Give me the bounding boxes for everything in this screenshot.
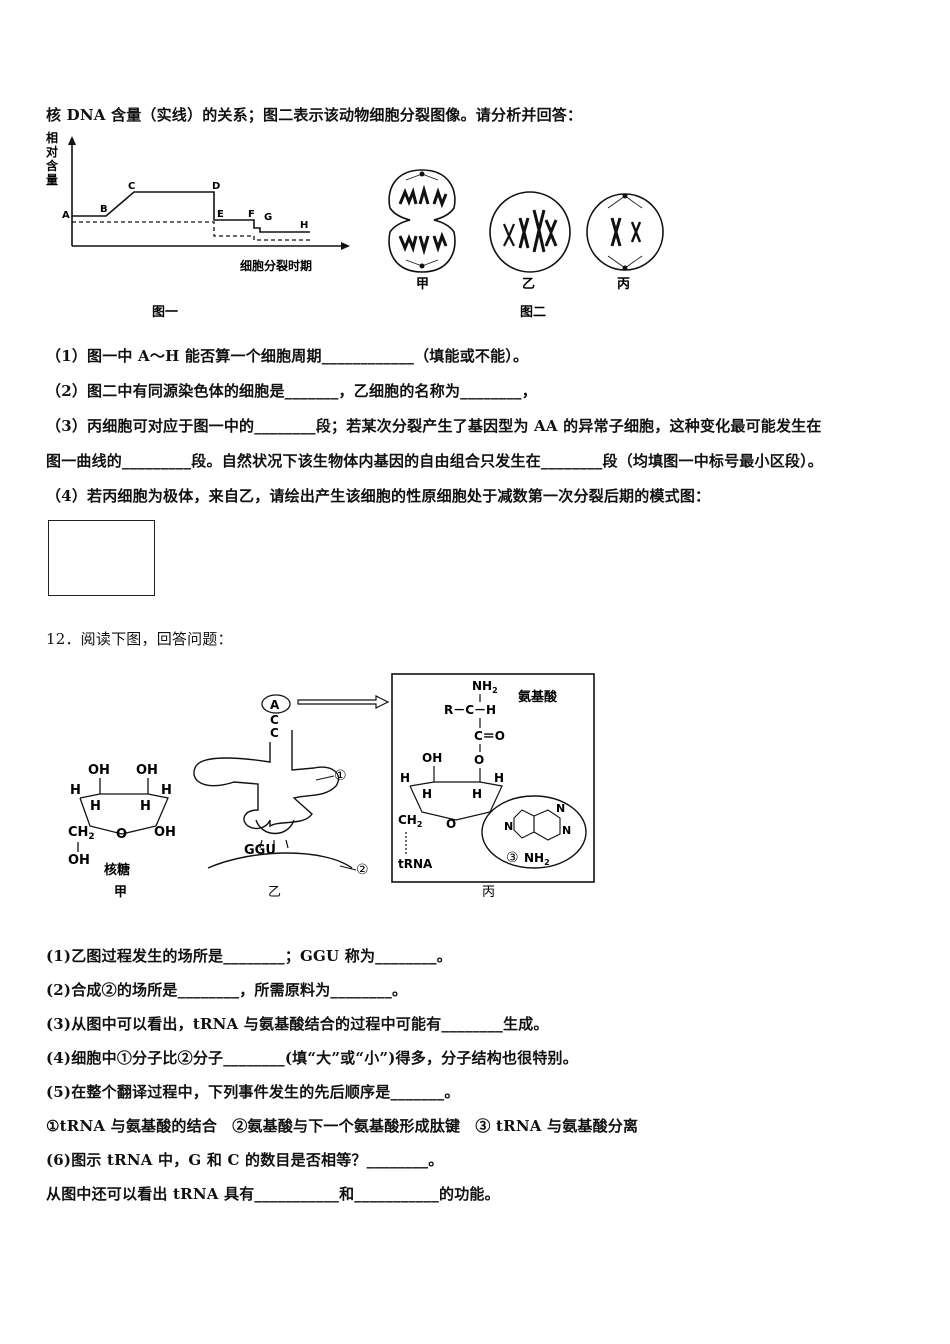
cell-bing	[586, 193, 664, 271]
mrna-strand	[207, 852, 353, 869]
fig1-point-b: B	[100, 204, 108, 215]
q12-sub7: 从图中还可以看出 tRNA 具有___________和___________的…	[46, 1185, 500, 1203]
fig1-point-g: G	[264, 212, 272, 223]
q12-sub5-options: ①tRNA 与氨基酸的结合 ②氨基酸与下一个氨基酸形成肽键 ③ tRNA 与氨基…	[46, 1117, 639, 1135]
fig1-xlabel: 细胞分裂时期	[240, 258, 312, 273]
detail-o-link: O	[474, 753, 484, 767]
detail-n-3: N	[562, 824, 571, 837]
q12-sub5: (5)在整个翻译过程中，下列事件发生的先后顺序是_______。	[46, 1083, 460, 1101]
cell-yi	[489, 191, 571, 273]
q12-number: 12．阅读下图，回答问题：	[46, 630, 233, 648]
detail-co: C＝O	[474, 729, 505, 743]
ribose-ring-o: O	[116, 827, 127, 842]
figure-q12: OH OH H H H H CH2 O OH OH 核糖 甲 A C C GGU…	[68, 673, 595, 900]
detail-n-2: N	[556, 802, 565, 815]
detail-oh: OH	[422, 751, 442, 765]
detail-label: 丙	[482, 885, 495, 900]
detail-h-1: H	[400, 771, 410, 785]
q12-sub1: (1)乙图过程发生的场所是________；GGU 称为________。	[46, 947, 452, 965]
figure-2-cells: 甲 乙 丙 图二	[388, 169, 664, 320]
ribose-label: 甲	[114, 885, 127, 900]
detail-ring-o: O	[446, 817, 456, 831]
ribose-structure: OH OH H H H H CH2 O OH OH 核糖 甲	[68, 763, 176, 900]
fig1-caption: 图一	[152, 305, 178, 320]
fig1-point-e: E	[217, 209, 224, 220]
cell-yi-label: 乙	[522, 277, 535, 292]
ribose-h-1: H	[70, 783, 81, 798]
cell-jia-label: 甲	[416, 277, 429, 292]
drawing-answer-box[interactable]	[48, 520, 155, 596]
q11-sub3a: （3）丙细胞可对应于图一中的________段；若某次分裂产生了基因型为 AA …	[46, 417, 822, 435]
detail-amino-acid: 氨基酸	[517, 689, 558, 705]
cell-jia	[388, 169, 456, 273]
ribose-h-3: H	[90, 799, 101, 814]
detail-n-1: N	[504, 820, 513, 833]
marker-3: ③	[506, 850, 519, 866]
q12-sub2: (2)合成②的场所是________，所需原料为________。	[46, 981, 408, 999]
q12-sub6: (6)图示 tRNA 中，G 和 C 的数目是否相等？________。	[46, 1151, 444, 1169]
fig2-caption: 图二	[520, 305, 546, 320]
detail-nh2-base: NH2	[524, 851, 550, 867]
q11-sub3b: 图一曲线的_________段。自然状况下该生物体内基因的自由组合只发生在___…	[46, 452, 824, 470]
q12-sub4: (4)细胞中①分子比②分子________(填“大”或“小”)得多，分子结构也很…	[46, 1049, 578, 1067]
fig1-y-arrow	[68, 136, 76, 145]
ribose-oh-2: OH	[136, 763, 158, 778]
ribose-oh-1: OH	[88, 763, 110, 778]
figure-1-graph: 相 对 含 量 A B C D E F G H 细胞分裂时期 图一	[46, 130, 350, 320]
fig1-point-h: H	[300, 220, 308, 231]
aminoacyl-detail-box: NH2 R－C－H 氨基酸 C＝O O OH H H H H CH2 O tRN…	[391, 673, 595, 900]
fig1-x-arrow	[341, 242, 350, 250]
q11-sub2: （2）图二中有同源染色体的细胞是_______，乙细胞的名称为________，	[46, 382, 537, 400]
ribose-ch2: CH2	[68, 825, 95, 842]
trna-c-1: C	[270, 713, 279, 727]
detail-trna: tRNA	[398, 857, 433, 871]
q11-sub1: （1）图一中 A～H 能否算一个细胞周期____________（填能或不能）。	[46, 347, 529, 365]
detail-nh2: NH2	[472, 679, 498, 695]
fig1-point-c: C	[128, 181, 135, 192]
fig1-point-a: A	[62, 210, 70, 221]
cell-bing-label: 丙	[617, 277, 630, 292]
fig1-point-f: F	[248, 209, 255, 220]
trna-cloverleaf: A C C GGU ① ② 乙	[193, 694, 390, 900]
detail-ch2: CH2	[398, 813, 422, 829]
fig1-solid-curve	[72, 191, 310, 233]
trna-c-2: C	[270, 726, 279, 740]
fig1-ylabel-4: 量	[46, 173, 58, 187]
ribose-h-2: H	[161, 783, 172, 798]
trna-a: A	[270, 698, 280, 712]
detail-h-4: H	[472, 787, 482, 801]
arrow-to-box	[297, 695, 390, 709]
q12-sub3: (3)从图中可以看出，tRNA 与氨基酸结合的过程中可能有________生成。	[46, 1015, 549, 1033]
marker-2: ②	[356, 862, 369, 878]
trna-label: 乙	[268, 885, 281, 900]
fig1-ylabel-1: 相	[46, 130, 58, 145]
marker-1: ①	[334, 768, 347, 784]
fig1-ylabel-2: 对	[46, 144, 58, 159]
fig1-dashed-curve	[72, 221, 310, 241]
q11-sub4: （4）若丙细胞为极体，来自乙，请绘出产生该细胞的性原细胞处于减数第一次分裂后期的…	[46, 487, 711, 505]
fig1-ylabel-3: 含	[46, 158, 59, 173]
adenine-circle	[481, 795, 587, 869]
fig1-point-d: D	[212, 181, 220, 192]
detail-rch: R－C－H	[444, 703, 496, 717]
ribose-oh-4: OH	[68, 853, 90, 868]
detail-h-2: H	[494, 771, 504, 785]
ribose-oh-3: OH	[154, 825, 176, 840]
ribose-h-4: H	[140, 799, 151, 814]
q11-intro: 核 DNA 含量（实线）的关系；图二表示该动物细胞分裂图像。请分析并回答：	[46, 106, 583, 124]
ribose-name: 核糖	[104, 862, 130, 878]
detail-h-3: H	[422, 787, 432, 801]
